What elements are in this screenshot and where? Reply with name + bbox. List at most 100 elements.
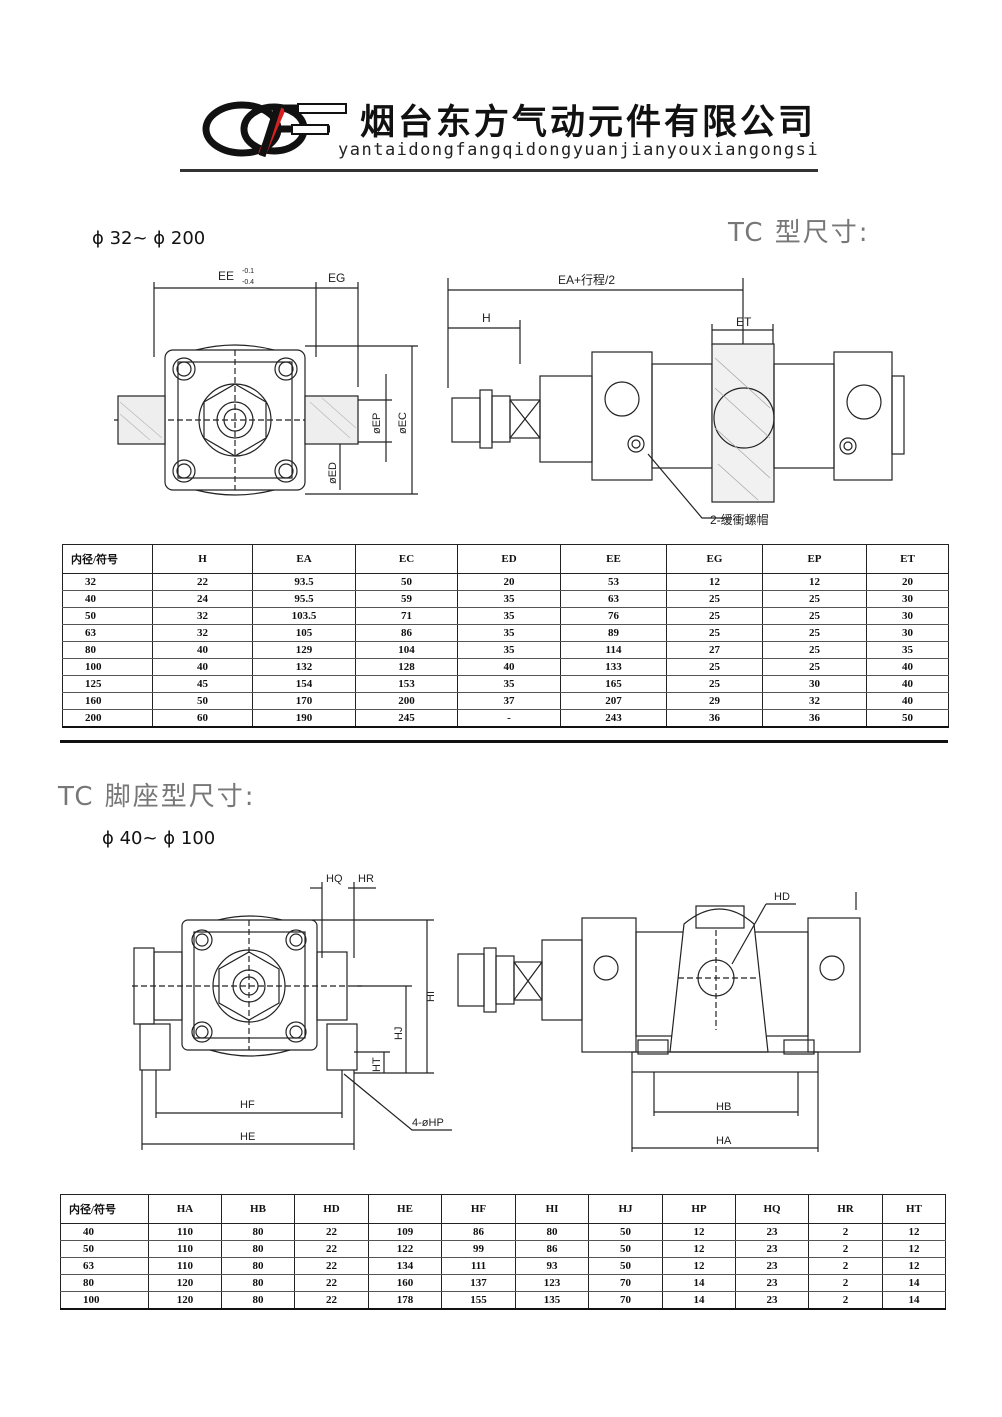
table-cell: 35 [866,641,949,659]
table-cell: 25 [762,590,867,608]
table-cell: 29 [666,692,763,710]
table-cell: 154 [252,675,356,693]
table-cell: 80 [221,1240,295,1258]
table-header-cell: HF [441,1194,516,1224]
label-hr: HR [358,873,374,885]
table-cell: 153 [355,675,458,693]
table-cell: 122 [368,1240,442,1258]
table-cell: 2 [808,1257,883,1275]
table-cell: 60 [152,709,253,728]
table-header-cell: ED [457,544,561,574]
table-cell: 50 [355,573,458,591]
table-header-cell: HT [882,1194,946,1224]
table-header-cell: ET [866,544,949,574]
company-name-pinyin: yantaidongfangqidongyuanjianyouxiangongs… [338,140,820,160]
table-cell: 200 [355,692,458,710]
section1-range: ϕ 32~ ϕ 200 [92,228,206,249]
label-buffer-screw: 2-缓衝螺帽 [710,512,769,527]
table-cell: 114 [560,641,667,659]
table-cell: 160 [62,692,153,710]
table-cell: 12 [666,573,763,591]
table-cell: 63 [60,1257,149,1275]
table-header-cell: EC [355,544,458,574]
label-ec: øEC [397,412,409,434]
label-hi: HI [425,991,437,1002]
table-cell: 99 [441,1240,516,1258]
table-cell: 50 [588,1240,663,1258]
table-cell: 25 [762,607,867,625]
table-cell: 80 [221,1257,295,1275]
table-cell: 129 [252,641,356,659]
table-cell: 76 [560,607,667,625]
table-cell: 93.5 [252,573,356,591]
table-cell: 40 [60,1223,149,1241]
table-cell: 2 [808,1291,883,1310]
table-cell: 37 [457,692,561,710]
table-cell: 22 [152,573,253,591]
table-cell: 25 [666,607,763,625]
table-cell: 137 [441,1274,516,1292]
table-cell: 12 [662,1257,736,1275]
table-header-cell: EE [560,544,667,574]
table-cell: 111 [441,1257,516,1275]
table-cell: 120 [148,1274,222,1292]
label-ha: HA [716,1135,732,1147]
label-hp: 4-øHP [412,1117,444,1129]
table-cell: 30 [866,590,949,608]
table-cell: 93 [515,1257,589,1275]
label-hj: HJ [393,1027,405,1040]
table-cell: 110 [148,1240,222,1258]
table-cell: 245 [355,709,458,728]
section1-title: TC 型尺寸: [728,218,870,248]
table-cell: 80 [60,1274,149,1292]
table-cell: 80 [221,1291,295,1310]
company-logo [202,101,347,158]
table-cell: 12 [882,1240,946,1258]
table-cell: 86 [355,624,458,642]
table-cell: 80 [221,1274,295,1292]
table-cell: 71 [355,607,458,625]
table-cell: 12 [882,1257,946,1275]
table-cell: 132 [252,658,356,676]
table-cell: 135 [515,1291,589,1310]
table-cell: 40 [866,675,949,693]
table-cell: 40 [866,692,949,710]
tc-foot-front-view-drawing: HQ HR HI HJ HT HF HE 4-øHP [132,873,452,1150]
table-cell: 32 [762,692,867,710]
table-cell: 63 [560,590,667,608]
table-cell: 25 [762,641,867,659]
table-cell: 40 [457,658,561,676]
table-cell: 30 [866,607,949,625]
table-cell: 89 [560,624,667,642]
label-ed: øED [327,462,339,484]
table-cell: 53 [560,573,667,591]
table-cell: 190 [252,709,356,728]
table-cell: 12 [662,1223,736,1241]
table-cell: 27 [666,641,763,659]
label-hf: HF [240,1099,255,1111]
table-cell: 32 [152,607,253,625]
table-cell: 80 [221,1223,295,1241]
table-header-cell: HI [515,1194,589,1224]
label-hb: HB [716,1101,731,1113]
table-header-cell: HP [662,1194,736,1224]
table-cell: 25 [762,658,867,676]
table-cell: 95.5 [252,590,356,608]
table-cell: 80 [62,641,153,659]
section2-range: ϕ 40~ ϕ 100 [102,828,216,849]
table-cell: 25 [666,675,763,693]
table-cell: 22 [294,1291,369,1310]
table-cell: 12 [762,573,867,591]
label-ee-tol-lower: -0.4 [242,279,254,286]
table-header-cell: HA [148,1194,222,1224]
table-cell: 109 [368,1223,442,1241]
